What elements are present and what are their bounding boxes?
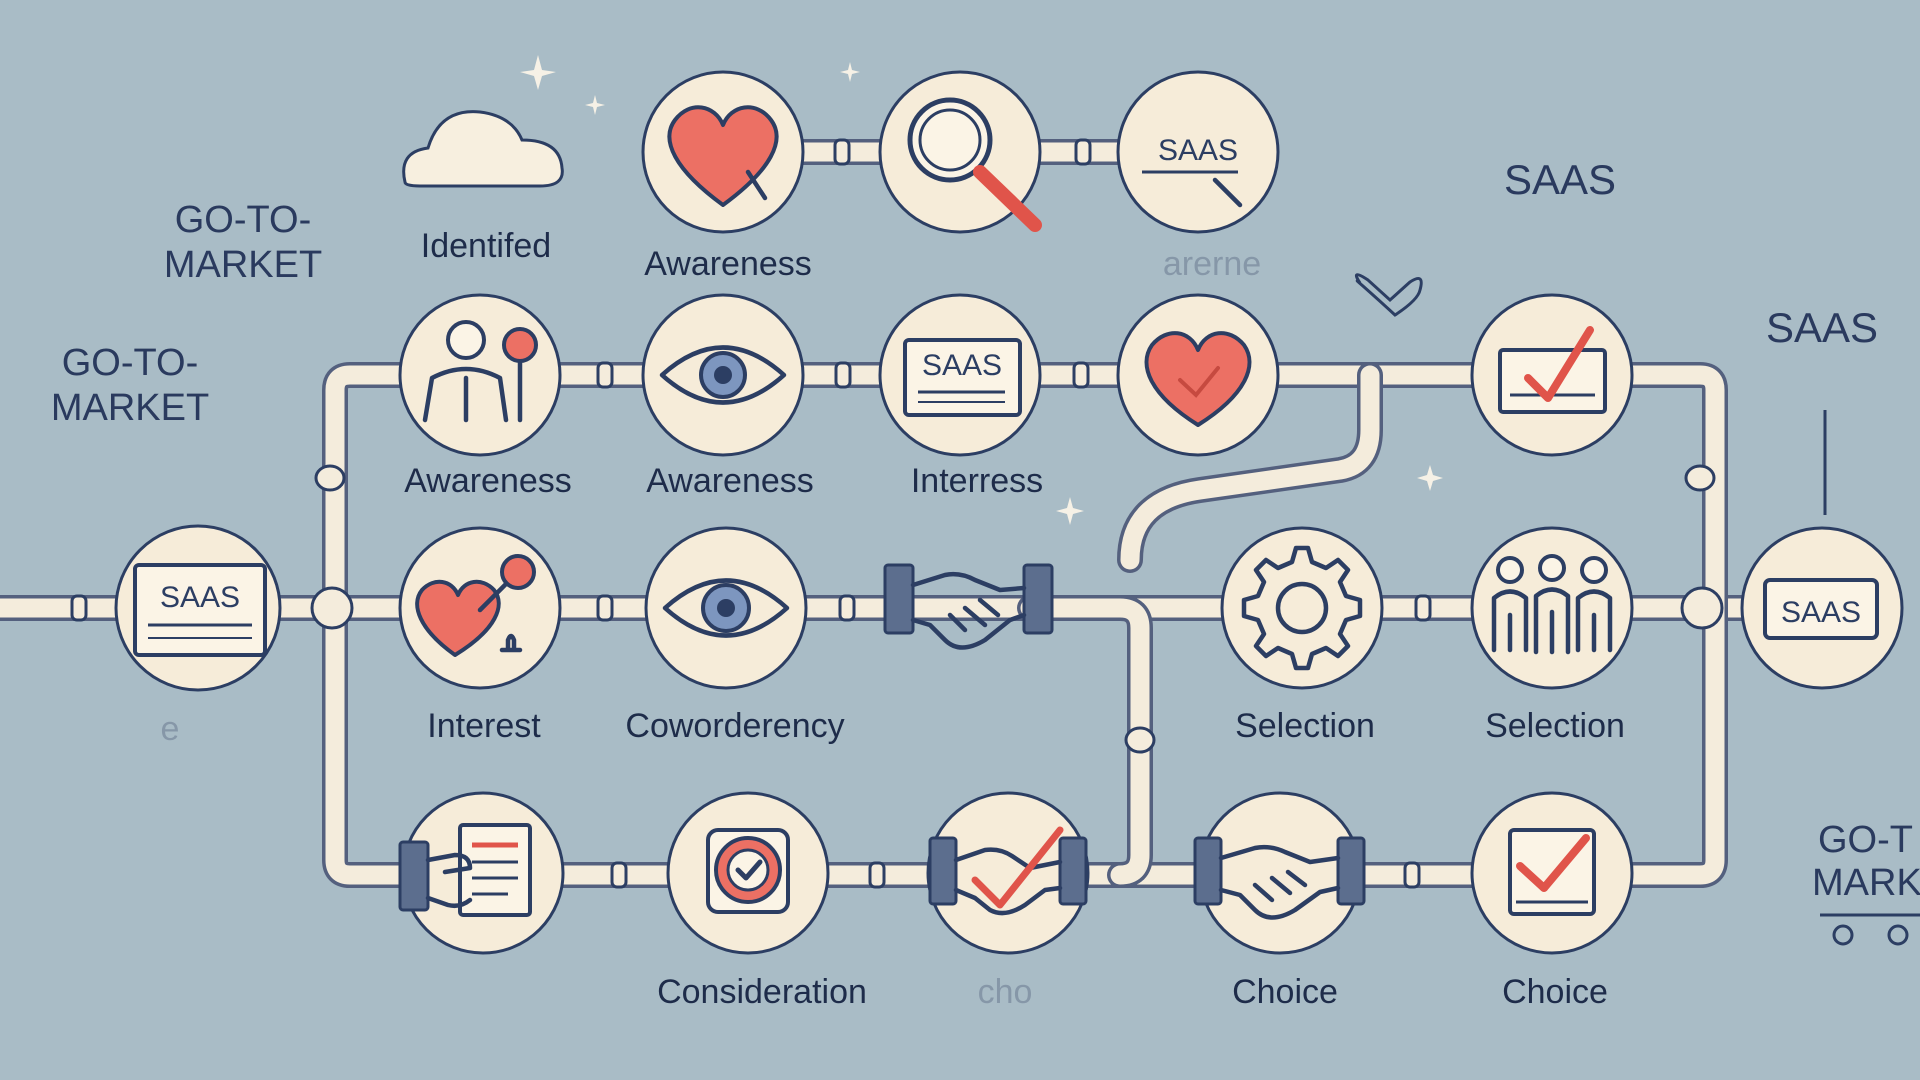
checkbox-icon bbox=[1508, 828, 1596, 916]
node-check-badge bbox=[666, 791, 830, 955]
handshake-icon bbox=[1193, 836, 1366, 920]
label-coworderency: Coworderency bbox=[625, 707, 844, 745]
label-awareness-top: Awareness bbox=[644, 245, 812, 283]
node-handshake-check bbox=[926, 791, 1090, 955]
saas-header-2: SAAS bbox=[1766, 304, 1878, 351]
node-gear bbox=[1220, 526, 1384, 690]
node-eye-row2 bbox=[641, 293, 805, 457]
node-people bbox=[1470, 526, 1634, 690]
saas-sign-icon: SAAS bbox=[1142, 134, 1243, 208]
go-to-market-title-1-line1: GO-TO- bbox=[175, 199, 312, 241]
node-heart-check bbox=[1116, 293, 1280, 457]
node-checkbox-board bbox=[1470, 293, 1634, 457]
handshake-connector bbox=[883, 563, 1054, 650]
svg-text:SAAS: SAAS bbox=[160, 581, 240, 614]
node-saas-right: SAAS bbox=[1740, 526, 1904, 690]
svg-text:SAAS: SAAS bbox=[922, 349, 1002, 382]
go-to-market-title-1-line2: MARKET bbox=[164, 244, 322, 286]
node-saas-top: SAAS bbox=[1116, 70, 1280, 234]
gear-icon bbox=[1241, 545, 1363, 671]
node-handshake bbox=[1193, 791, 1366, 955]
node-saas-card: SAAS bbox=[878, 293, 1042, 457]
eye-icon bbox=[659, 345, 787, 405]
go-to-market-title-3-line1: GO-T bbox=[1818, 819, 1913, 861]
label-interress: Interress bbox=[911, 462, 1043, 500]
node-magnifier bbox=[878, 70, 1042, 234]
go-to-market-title-3-line2: MARK bbox=[1812, 862, 1920, 904]
document-hand-icon bbox=[398, 823, 532, 917]
node-saas-left: SAAS bbox=[114, 524, 282, 692]
sparkles bbox=[520, 55, 1443, 525]
label-choice-1: Choice bbox=[1232, 973, 1338, 1011]
eye-icon bbox=[662, 578, 790, 638]
node-person-heart bbox=[398, 293, 562, 457]
label-arerness-faded: arerne bbox=[1163, 245, 1261, 283]
heart-check-icon bbox=[1144, 331, 1252, 427]
label-awareness-row2-a: Awareness bbox=[404, 462, 572, 500]
saas-sign-icon: SAAS bbox=[1763, 578, 1879, 640]
person-heart-icon bbox=[422, 320, 538, 423]
label-identified: Identifed bbox=[421, 227, 551, 265]
label-selection-1: Selection bbox=[1235, 707, 1375, 745]
label-choice-2: Choice bbox=[1502, 973, 1608, 1011]
go-to-market-title-2-line1: GO-TO- bbox=[62, 342, 199, 384]
node-checkbox bbox=[1470, 791, 1634, 955]
heart-outline-icon bbox=[1354, 273, 1423, 317]
node-heart bbox=[641, 70, 805, 234]
magnifier-icon bbox=[907, 97, 1042, 232]
check-badge-icon bbox=[706, 828, 790, 914]
checkbox-board-icon bbox=[1498, 326, 1607, 414]
saas-card-icon: SAAS bbox=[903, 338, 1022, 417]
handshake-icon bbox=[883, 563, 1054, 650]
node-eye-row3 bbox=[644, 526, 808, 690]
saas-header-1: SAAS bbox=[1504, 156, 1616, 203]
heart-icon bbox=[667, 105, 779, 207]
small-wheels bbox=[1820, 913, 1920, 946]
label-interest: Interest bbox=[427, 707, 541, 745]
label-selection-2: Selection bbox=[1485, 707, 1625, 745]
people-icon bbox=[1491, 554, 1613, 655]
pipe-couplers bbox=[70, 138, 1724, 889]
label-echo-faded: cho bbox=[978, 973, 1033, 1011]
label-consideration: Consideration bbox=[657, 973, 867, 1011]
node-document-hand bbox=[398, 791, 565, 955]
node-heart-key bbox=[398, 526, 562, 690]
label-small-faded: e bbox=[161, 710, 180, 748]
handshake-check-icon bbox=[928, 826, 1088, 916]
svg-text:SAAS: SAAS bbox=[1158, 134, 1238, 167]
cloud-icon bbox=[402, 110, 564, 188]
go-to-market-title-2-line2: MARKET bbox=[51, 387, 209, 429]
label-awareness-row2-b: Awareness bbox=[646, 462, 814, 500]
heart-key-icon bbox=[415, 554, 536, 657]
saas-board-icon: SAAS bbox=[133, 563, 267, 657]
svg-text:SAAS: SAAS bbox=[1781, 596, 1861, 629]
